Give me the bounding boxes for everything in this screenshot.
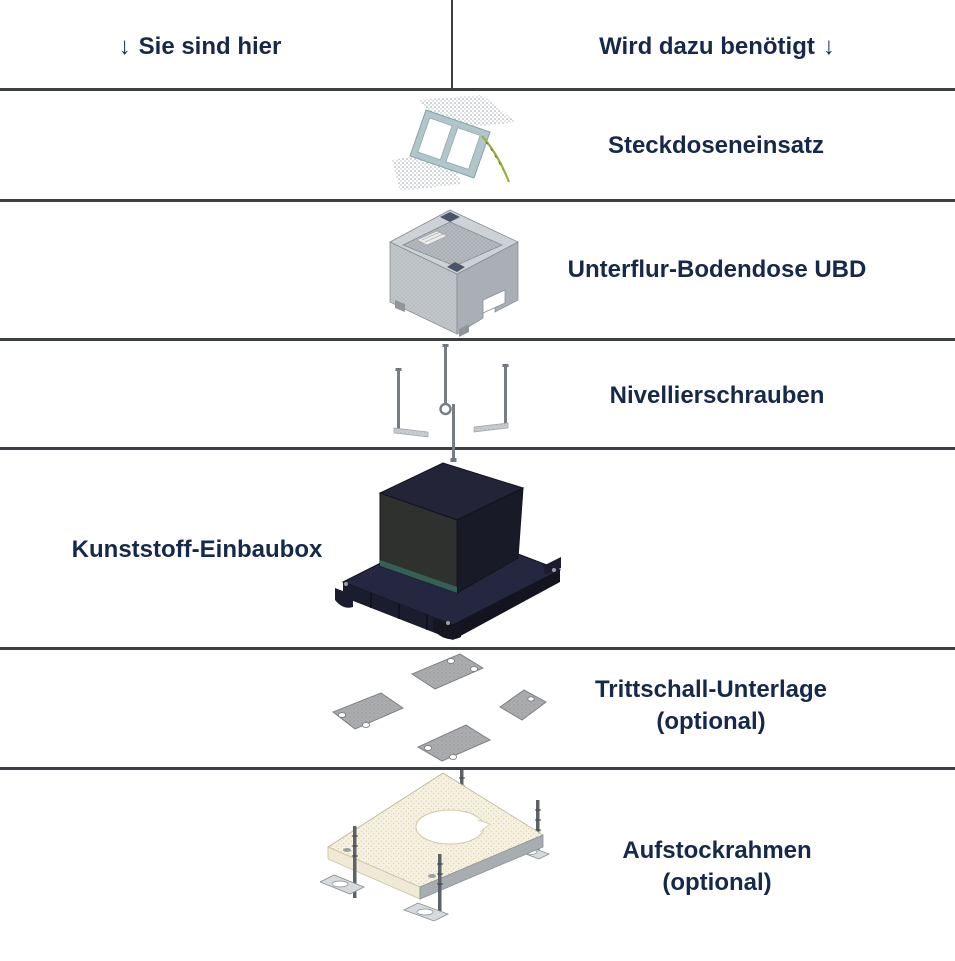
nivellierschrauben-product-image[interactable] [388,344,518,466]
header-right-label: Wird dazu benötigt [599,33,815,60]
row-divider [0,447,955,450]
steckdoseneinsatz-label[interactable]: Steckdoseneinsatz [607,132,825,159]
arrow-down-icon: ↓ [118,33,131,60]
aufstockrahmen-product-image[interactable] [320,770,555,935]
row-divider [0,647,955,650]
row-divider [0,88,955,91]
kunststoff-einbaubox-label: Kunststoff-Einbaubox [71,536,323,563]
aufstockrahmen-title: Aufstockrahmen [622,837,812,864]
header-needed-for-this: Wird dazu benötigt ↓ [599,33,835,61]
header-left-label: Sie sind hier [138,33,282,60]
aufstockrahmen-optional: (optional) [662,869,772,896]
kunststoff-einbaubox-product-image [335,460,565,645]
header-column-divider [451,0,453,89]
trittschall-unterlage-title: Trittschall-Unterlage [594,676,828,703]
trittschall-unterlage-product-image[interactable] [325,652,547,764]
arrow-down-icon: ↓ [822,33,835,60]
aufstockrahmen-label[interactable]: Aufstockrahmen (optional) [622,835,811,899]
row-divider [0,199,955,202]
steckdoseneinsatz-product-image[interactable] [390,94,522,202]
row-divider [0,338,955,341]
row-divider [0,767,955,770]
nivellierschrauben-label[interactable]: Nivellierschrauben [609,382,825,409]
trittschall-unterlage-label[interactable]: Trittschall-Unterlage (optional) [595,674,827,738]
unterflur-bodendose-label[interactable]: Unterflur-Bodendose UBD [567,256,867,283]
trittschall-unterlage-optional: (optional) [656,708,766,735]
header-you-are-here: ↓ Sie sind hier [119,33,282,61]
unterflur-bodendose-product-image[interactable] [385,204,525,337]
